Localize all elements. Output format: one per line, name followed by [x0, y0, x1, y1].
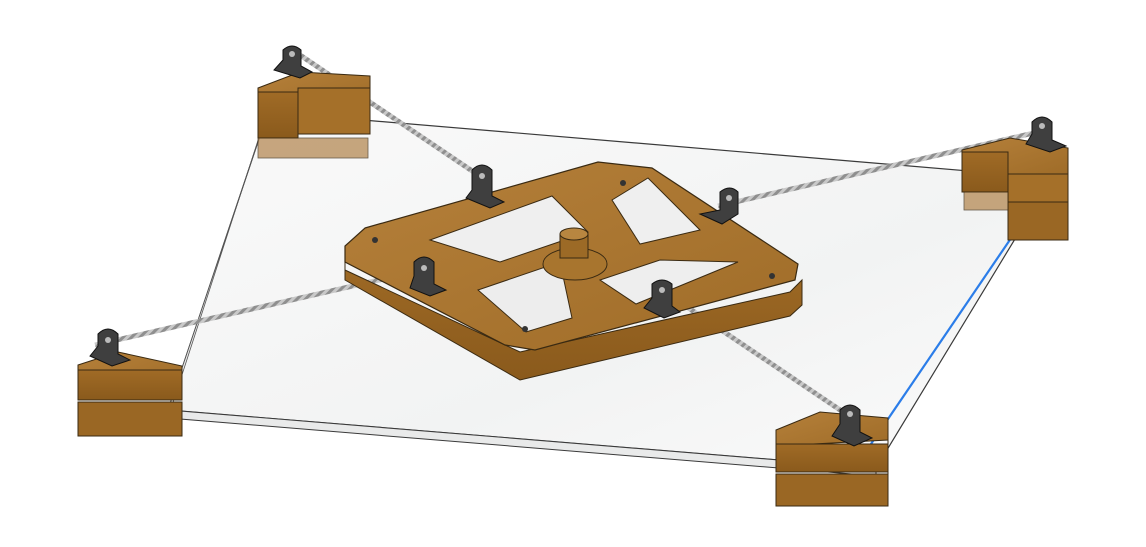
corner-block-front-left[interactable] [77, 351, 183, 437]
bracket-hub-right[interactable] [698, 187, 739, 225]
bracket-hub-left[interactable] [465, 164, 506, 209]
bracket-back-left[interactable] [273, 45, 314, 79]
corner-block-back-left[interactable] [257, 71, 371, 159]
bracket-front-right[interactable] [831, 404, 874, 447]
bracket-back-right[interactable] [1025, 116, 1068, 153]
bracket-front-left[interactable] [89, 328, 132, 367]
bracket-hub-front-left[interactable] [409, 256, 448, 297]
bracket-hub-front-right[interactable] [643, 279, 682, 319]
corner-block-front-right[interactable] [775, 411, 889, 507]
